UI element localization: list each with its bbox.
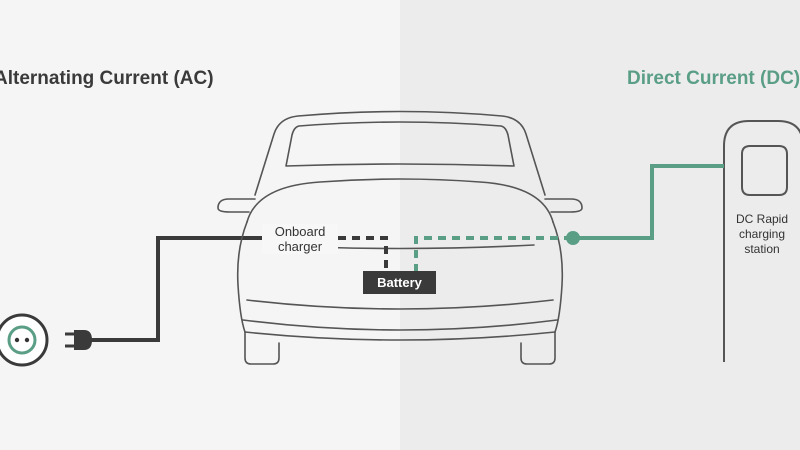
dc-station-label: DC Rapid charging station (735, 212, 789, 256)
charging-station-icon (723, 120, 800, 362)
ac-plug-icon (65, 330, 92, 350)
dc-internal-wiring (414, 236, 573, 272)
wall-socket-icon (0, 313, 49, 367)
ac-cable (90, 236, 263, 342)
dc-background (400, 0, 800, 450)
dc-cable (573, 164, 724, 240)
dc-connector-icon (566, 231, 580, 245)
dc-heading: Direct Current (DC) (627, 68, 800, 89)
onboard-charger-label: Onboard charger (262, 224, 338, 254)
ac-heading: Alternating Current (AC) (0, 68, 214, 89)
battery-label: Battery (363, 271, 436, 294)
car-front-icon (217, 110, 583, 365)
